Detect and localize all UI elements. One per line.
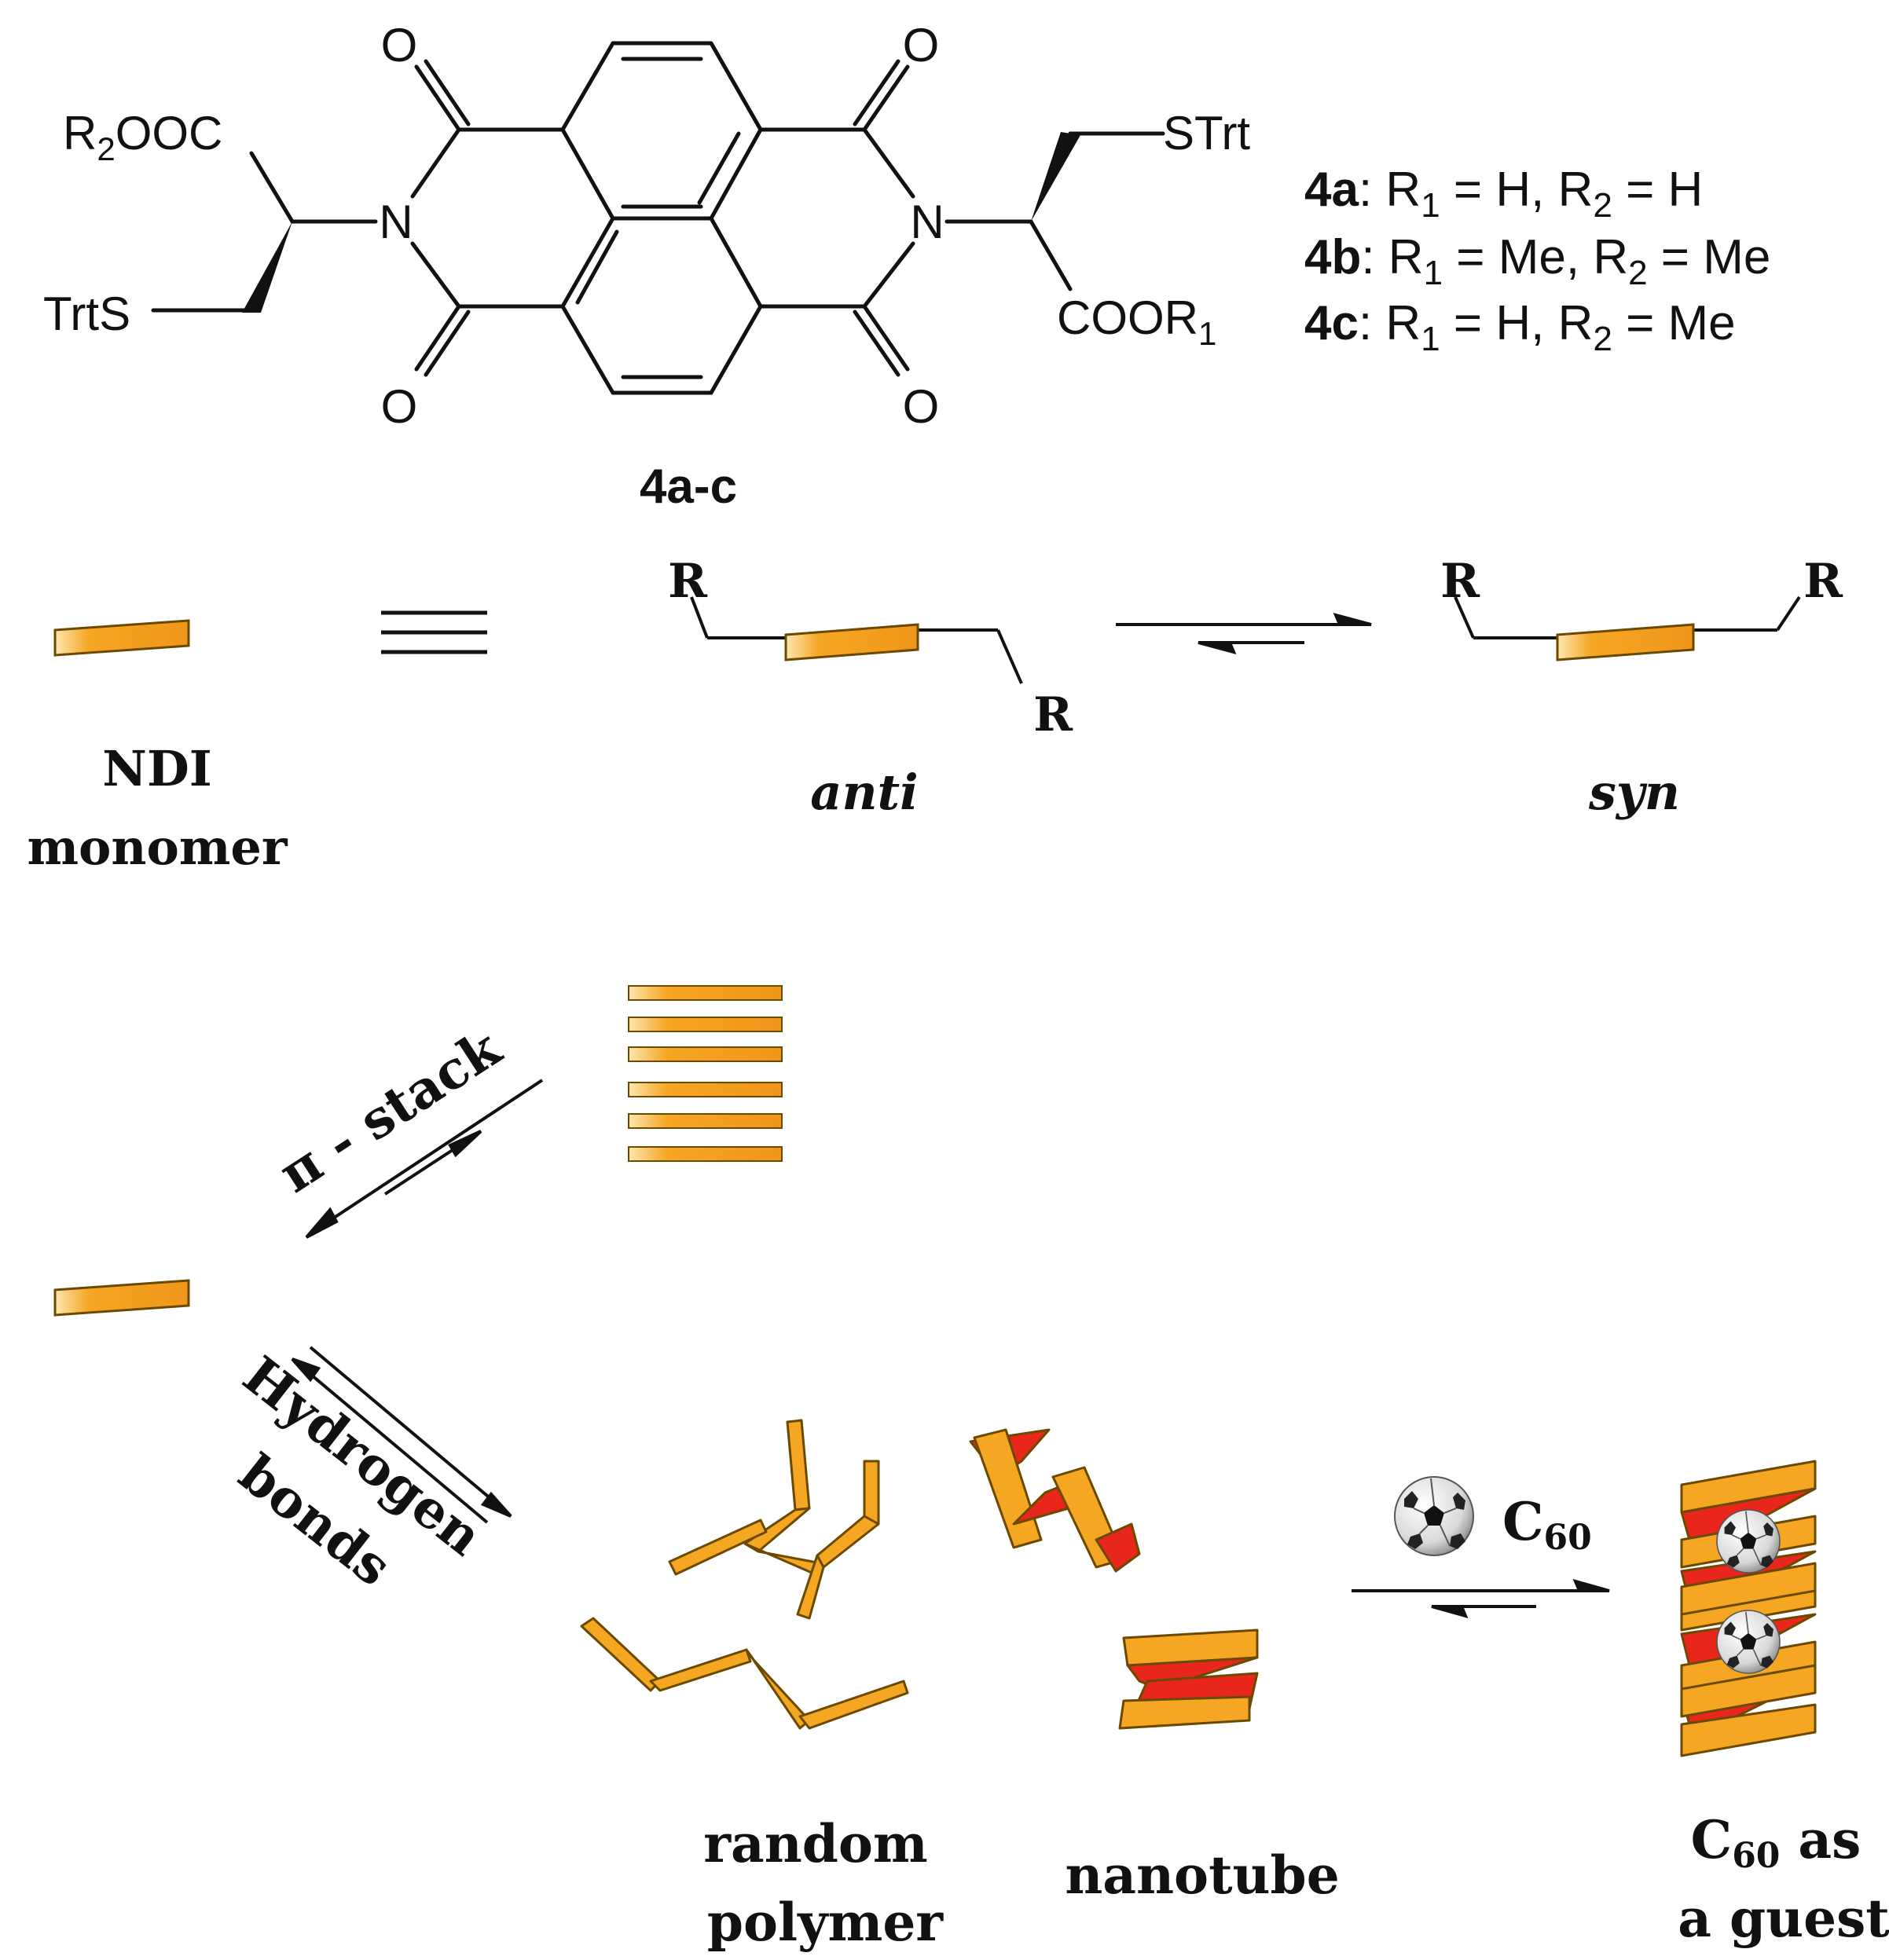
c60-guest-label-2: a guest (1678, 1888, 1889, 1949)
c60-guest-label-1: C60 as (1691, 1809, 1861, 1876)
ndi-bar-icon (53, 619, 190, 657)
random-polymer-icon (580, 1419, 909, 1730)
guest-ball-bottom-icon (1716, 1610, 1781, 1674)
atom-n-right: N (910, 196, 944, 248)
equilibrium-arrow-icon (1116, 613, 1372, 654)
anti-label: anti (810, 764, 918, 821)
pi-stack-bars (628, 985, 783, 1162)
monomer-label: monomer (27, 819, 288, 876)
variant-4b: 4b: R1 = Me, R2 = Me (1304, 230, 1770, 292)
self-assembly-scheme: π - stack Hydrogen bonds (53, 985, 1889, 1953)
anti-r-bottom: R (1033, 687, 1073, 742)
random-label: random (703, 1813, 928, 1874)
left-thio-label: TrtS (43, 288, 130, 340)
atom-o-bottom-right: O (903, 380, 940, 433)
anti-r-top: R (668, 554, 708, 609)
ndi-chemical-structure (151, 41, 1165, 395)
ndi-label: NDI (102, 740, 211, 797)
c60-equilibrium-arrow (1352, 1578, 1610, 1619)
equivalence-icon (381, 610, 487, 654)
left-ester-label: R2OOC (63, 107, 222, 167)
syn-r-right: R (1803, 554, 1843, 609)
pi-stack-label: π - stack (268, 1017, 512, 1204)
c60-arrow-label: C60 (1502, 1491, 1592, 1558)
hbond-equilibrium-arrow (291, 1346, 512, 1524)
ndi-bar-monomer-icon (53, 1279, 190, 1317)
right-ester-label: COOR1 (1057, 291, 1216, 352)
ndi-bar-syn-icon (1556, 623, 1695, 661)
right-thio-label: STrt (1163, 107, 1250, 159)
ndi-bar-anti-icon (784, 623, 919, 661)
syn-r-left: R (1440, 554, 1480, 609)
variant-4a: 4a: R1 = H, R2 = H (1304, 163, 1703, 225)
atom-n-left: N (379, 196, 413, 248)
conformer-row: NDI monomer R R anti R R syn (27, 554, 1843, 876)
left-wedge-bond (242, 222, 292, 313)
polymer-label: polymer (707, 1892, 944, 1953)
syn-label: syn (1588, 764, 1680, 821)
nanotube-icon (969, 1428, 1259, 1730)
atom-o-bottom-left: O (381, 380, 418, 433)
soccer-ball-icon (1394, 1476, 1474, 1556)
variant-4c: 4c: R1 = H, R2 = Me (1304, 296, 1736, 358)
compound-label: 4a-c (640, 460, 737, 514)
atom-o-top-left: O (381, 19, 418, 71)
pi-stack-equilibrium-arrow (305, 1079, 544, 1239)
atom-o-top-right: O (903, 19, 940, 71)
right-wedge-bond (1031, 132, 1080, 222)
nanotube-label: nanotube (1065, 1845, 1339, 1906)
guest-ball-top-icon (1716, 1509, 1781, 1573)
